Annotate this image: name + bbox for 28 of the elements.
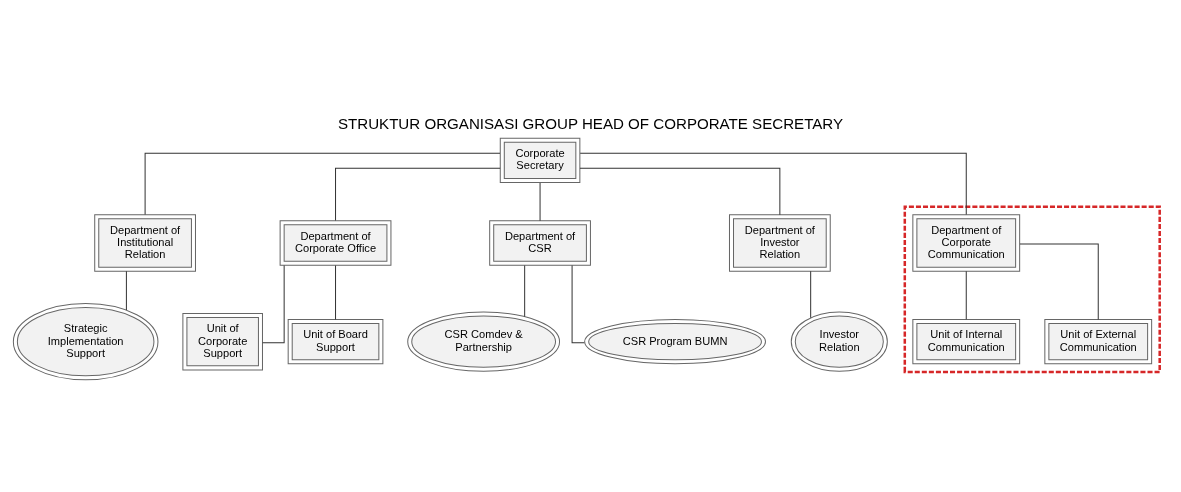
node-box: Unit of Board Support [287, 318, 384, 364]
cluster [903, 204, 1161, 373]
connector [1019, 242, 1099, 320]
connector [335, 264, 337, 320]
connector [579, 167, 781, 215]
node-box: Department of Investor Relation [728, 213, 831, 272]
node-box: Department of Corporate Communication [912, 213, 1021, 272]
node-ellipse: Strategic Implementation Support [12, 302, 159, 380]
node-box: Corporate Secretary [499, 137, 581, 183]
connector [144, 152, 501, 215]
diagram-title: STRUKTUR ORGANISASI GROUP HEAD OF CORPORATE SECRETARY [337, 114, 844, 132]
node-ellipse: CSR Program BUMN [584, 318, 766, 364]
connector [579, 152, 967, 215]
connector [125, 270, 127, 310]
node-ellipse: CSR Comdev & Partnership [407, 311, 561, 372]
connector [524, 264, 526, 317]
connector [335, 167, 501, 221]
node-box: Unit of External Communication [1044, 318, 1153, 364]
node-box: Department of Institutional Relation [94, 213, 196, 272]
node-box: Department of CSR [489, 219, 591, 266]
node-box: Unit of Internal Communication [912, 318, 1021, 364]
connector [262, 264, 285, 343]
node-box: Unit of Corporate Support [182, 312, 263, 370]
connector [810, 270, 812, 318]
connector [539, 181, 541, 221]
node-box: Department of Corporate Office [279, 219, 392, 266]
connector [965, 270, 967, 320]
node-ellipse: Investor Relation [790, 311, 888, 372]
